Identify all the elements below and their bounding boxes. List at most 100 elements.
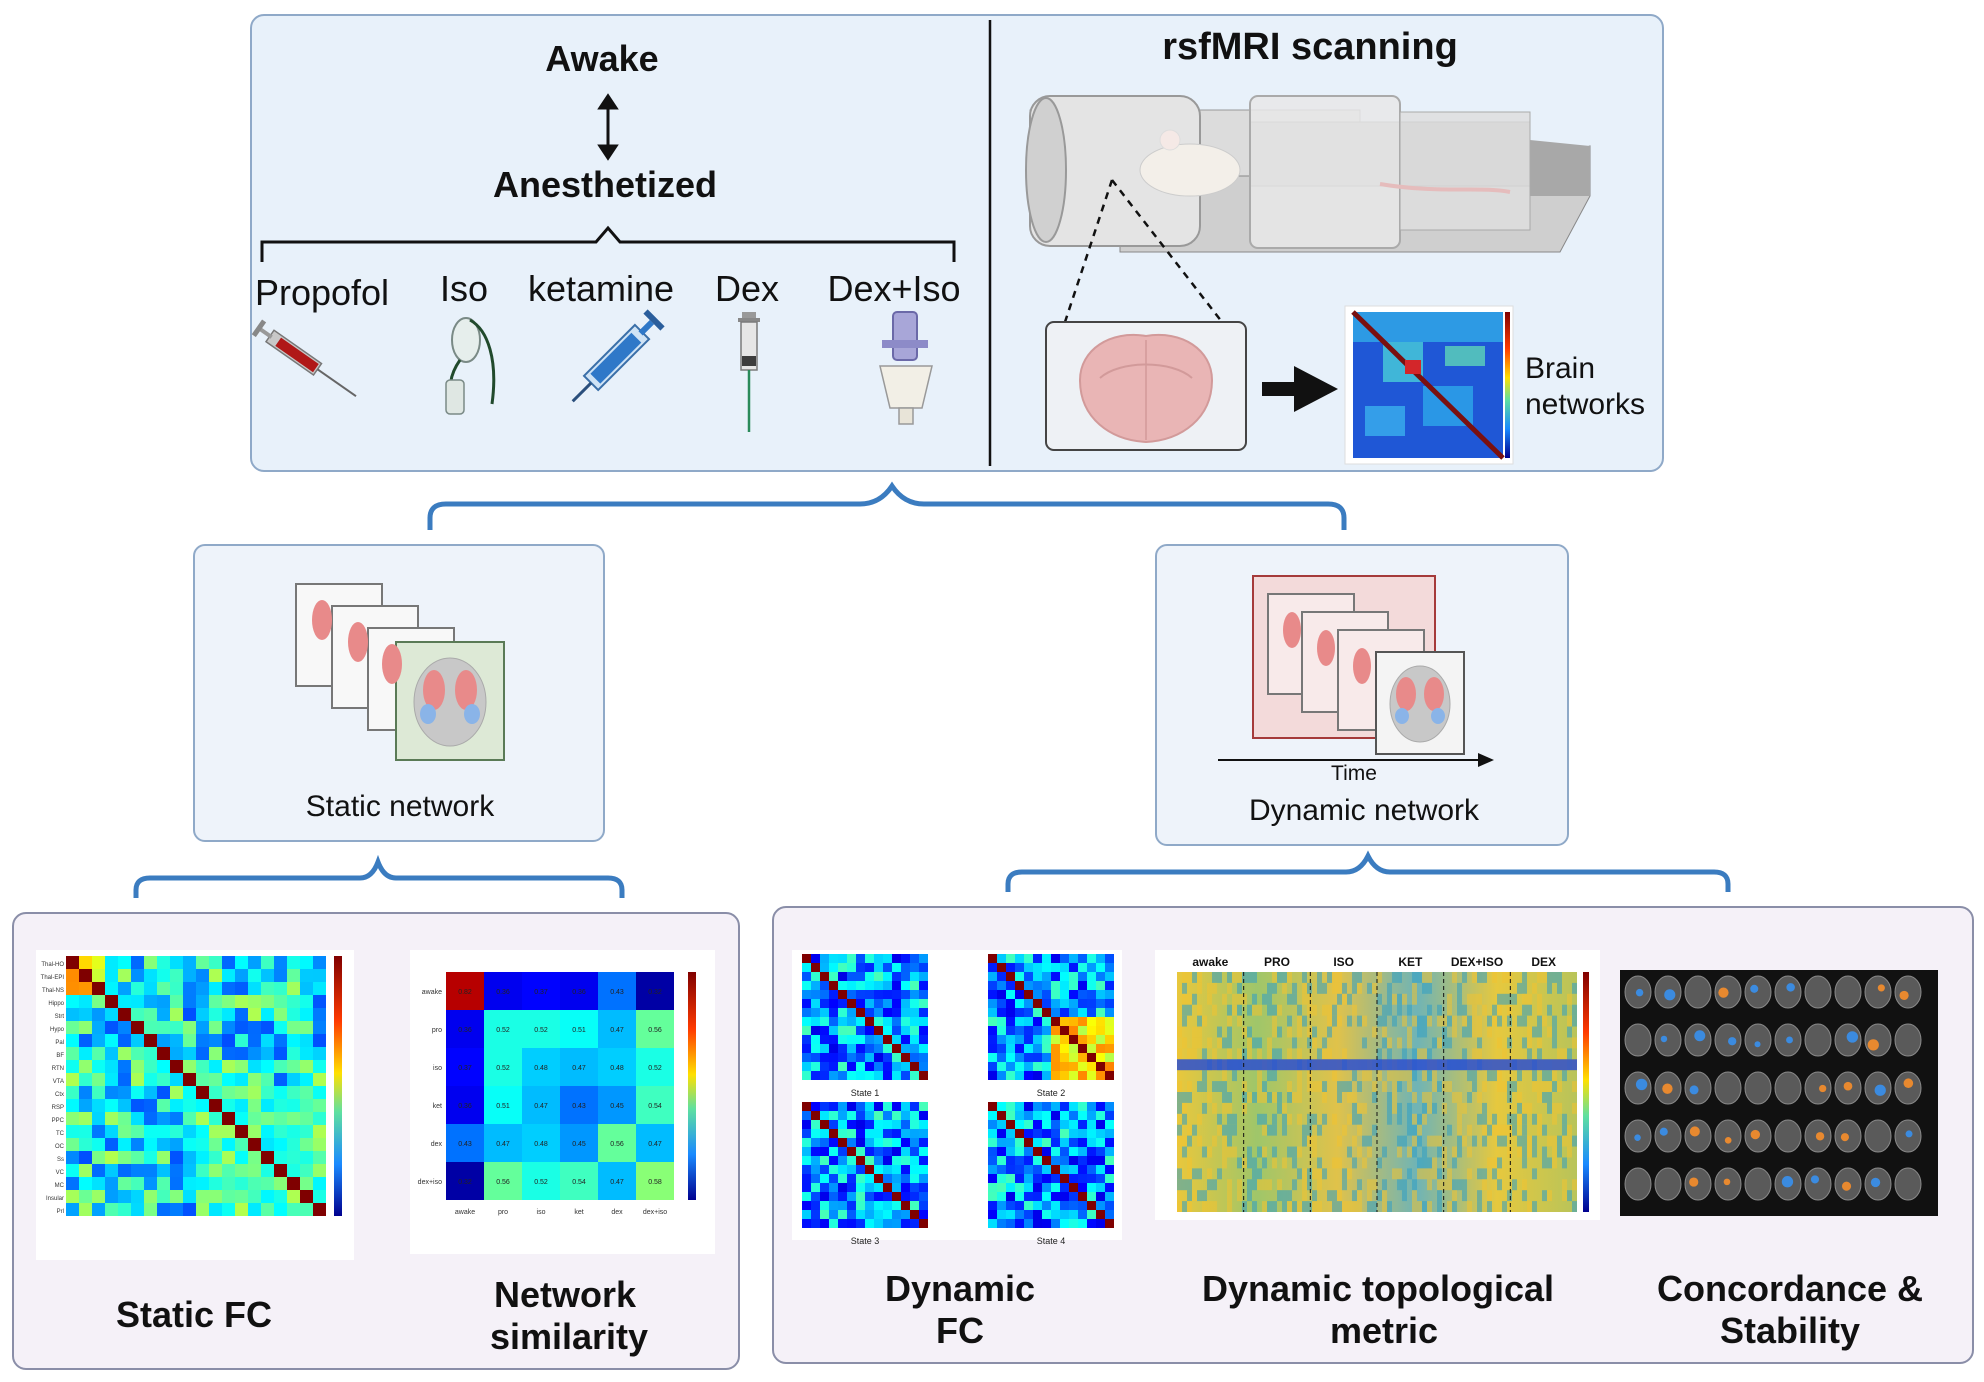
topo-cell — [1272, 1113, 1277, 1125]
state-cell — [1078, 1183, 1087, 1192]
topo-cell — [1242, 993, 1247, 1005]
state-cell — [802, 1120, 811, 1129]
topo-cell — [1247, 1048, 1252, 1060]
state-cell — [1042, 981, 1051, 990]
state-cell — [1105, 1210, 1114, 1219]
topo-cell — [1397, 1102, 1402, 1114]
state-cell — [874, 1147, 883, 1156]
fc-cell — [118, 1060, 131, 1073]
state-cell — [892, 1147, 901, 1156]
topo-cell — [1187, 993, 1192, 1005]
brain-slice — [1684, 1119, 1712, 1153]
topo-cell — [1427, 1168, 1432, 1180]
topo-cell — [1317, 1168, 1322, 1180]
topo-cell — [1527, 1102, 1532, 1114]
state-cell — [820, 1044, 829, 1053]
fc-cell — [170, 1034, 183, 1047]
topo-cell — [1412, 972, 1417, 983]
fc-cell — [196, 1125, 209, 1138]
topo-cell — [1492, 1124, 1497, 1136]
topo-cell — [1332, 1113, 1337, 1125]
topo-cell — [1502, 1201, 1507, 1212]
topo-cell — [1482, 972, 1487, 983]
state-cell — [988, 1219, 997, 1228]
state-cell — [802, 1102, 811, 1111]
state-cell — [910, 1071, 919, 1080]
fc-cell — [66, 1099, 79, 1112]
topo-cell — [1542, 1092, 1547, 1103]
topo-cell — [1342, 1081, 1347, 1092]
topo-cell — [1462, 1015, 1467, 1027]
state-cell — [856, 1219, 865, 1228]
topo-cell — [1367, 1146, 1372, 1158]
similarity-value: 0.48 — [610, 1065, 624, 1072]
fc-cell — [222, 969, 235, 982]
topo-cell — [1367, 982, 1372, 994]
topo-cell — [1212, 1102, 1217, 1114]
state-cell — [1060, 1111, 1069, 1120]
state-cell — [1087, 972, 1096, 981]
topo-cell — [1322, 1092, 1327, 1103]
state-cell — [847, 1102, 856, 1111]
state-cell — [811, 1120, 820, 1129]
state-cell — [1096, 1053, 1105, 1062]
topo-cell — [1377, 1157, 1382, 1169]
state-cell — [901, 1156, 910, 1165]
topo-cell — [1562, 1179, 1567, 1191]
fc-cell — [313, 1164, 326, 1177]
topo-cell — [1562, 1070, 1567, 1082]
state-cell — [856, 1035, 865, 1044]
fc-cell — [222, 1151, 235, 1164]
topo-cell — [1422, 1113, 1427, 1125]
topo-cell — [1292, 1157, 1297, 1169]
state-cell — [874, 1071, 883, 1080]
activation-blob — [1723, 1178, 1731, 1186]
state-cell — [1078, 1156, 1087, 1165]
topo-header: PRO — [1264, 955, 1290, 969]
double-arrow-icon — [597, 93, 619, 161]
activation-blob — [1662, 1083, 1673, 1094]
topo-cell — [1532, 1026, 1537, 1038]
state-cell — [901, 1174, 910, 1183]
topo-cell — [1362, 1102, 1367, 1114]
topo-cell — [1572, 1135, 1577, 1147]
state-cell — [1015, 972, 1024, 981]
fc-cell — [183, 1203, 196, 1216]
similarity-value: 0.32 — [648, 989, 662, 996]
state-cell — [802, 999, 811, 1008]
topo-cell — [1492, 1113, 1497, 1125]
dyn-topo-title-1: Dynamic topological — [1201, 1268, 1555, 1309]
state-cell — [1042, 1111, 1051, 1120]
state-cell — [919, 963, 928, 972]
topo-cell — [1462, 1179, 1467, 1191]
topo-cell — [1542, 1157, 1547, 1169]
activation-blob — [1750, 1129, 1761, 1140]
topo-cell — [1192, 1026, 1197, 1038]
topo-cell — [1367, 1201, 1372, 1212]
state-cell — [1024, 1044, 1033, 1053]
state-cell — [1042, 1219, 1051, 1228]
brain-slice — [1774, 1071, 1802, 1105]
fc-cell — [144, 1177, 157, 1190]
fc-cell — [274, 1047, 287, 1060]
state-cell — [1087, 1147, 1096, 1156]
topo-cell — [1437, 1201, 1442, 1212]
topo-header: ISO — [1333, 955, 1354, 969]
similarity-value: 0.56 — [610, 1141, 624, 1148]
fc-cell — [261, 956, 274, 969]
topo-cell — [1247, 972, 1252, 983]
state-cell — [820, 1138, 829, 1147]
topo-cell — [1527, 1048, 1532, 1060]
state-cell — [811, 1111, 820, 1120]
fc-cell — [196, 1060, 209, 1073]
topo-cell — [1467, 1092, 1472, 1103]
state-cell — [1033, 1192, 1042, 1201]
fc-cell — [235, 1138, 248, 1151]
topo-cell — [1337, 1157, 1342, 1169]
similarity-value: 0.37 — [534, 989, 548, 996]
fc-cell — [118, 969, 131, 982]
topo-cell — [1557, 1135, 1562, 1147]
brain-slice — [1744, 975, 1772, 1009]
state-cell — [838, 1138, 847, 1147]
state-cell — [1015, 1008, 1024, 1017]
